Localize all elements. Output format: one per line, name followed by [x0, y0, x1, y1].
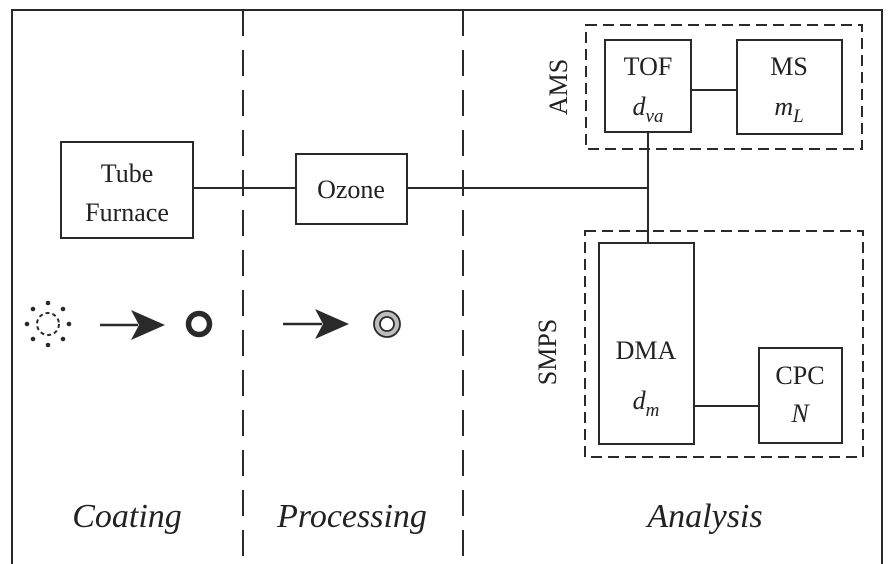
- tof-symbol: dva: [633, 92, 664, 127]
- cpc-label: CPC: [775, 361, 824, 390]
- dma-box: [598, 242, 695, 445]
- tof-box: [604, 39, 692, 133]
- diagram-frame: [11, 9, 883, 564]
- grey-ring-icon: [373, 310, 401, 338]
- ms-label: MS: [770, 52, 808, 81]
- ams-group-label: AMS: [544, 59, 573, 115]
- ozone-label: Ozone: [317, 175, 385, 204]
- tube-furnace-label-line2: Furnace: [85, 198, 169, 227]
- ms-box: [736, 39, 843, 135]
- tof-symbol-subscript: va: [646, 106, 664, 127]
- cpc-symbol: N: [790, 399, 810, 428]
- dma-symbol-subscript: m: [646, 400, 660, 421]
- tof-label: TOF: [624, 52, 673, 81]
- ams-group-box: [585, 24, 863, 150]
- ms-symbol: mL: [774, 92, 803, 127]
- ring-icon: [185, 310, 213, 338]
- tube-furnace-box: [60, 141, 194, 239]
- dashed-dotted-circle-icon: [24, 300, 72, 348]
- ms-symbol-main: m: [774, 92, 793, 121]
- tube-furnace-label-line1: Tube: [101, 159, 154, 188]
- smps-group-label: SMPS: [533, 319, 562, 386]
- smps-group-box: [584, 230, 864, 458]
- arrow-right-icon: [283, 309, 349, 339]
- ozone-box: [295, 153, 408, 225]
- dma-symbol-main: d: [633, 386, 647, 415]
- dma-label: DMA: [616, 336, 677, 365]
- ms-symbol-subscript: L: [792, 106, 804, 127]
- tof-symbol-main: d: [633, 92, 647, 121]
- section-label-analysis: Analysis: [645, 498, 762, 535]
- section-label-coating: Coating: [72, 498, 182, 535]
- arrow-right-icon: [100, 310, 165, 340]
- cpc-box: [758, 347, 843, 444]
- dma-symbol: dm: [633, 386, 660, 421]
- section-label-processing: Processing: [276, 498, 427, 535]
